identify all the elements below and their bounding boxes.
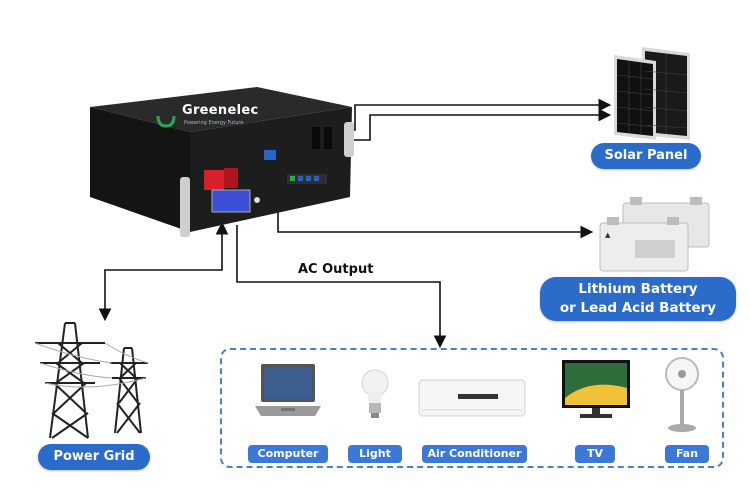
battery-label-line2: or Lead Acid Battery (559, 300, 717, 316)
device-label-tv: TV (575, 445, 615, 463)
device-label-air-conditioner: Air Conditioner (422, 445, 527, 463)
laptop-icon (255, 364, 321, 416)
air-conditioner-icon (418, 379, 526, 417)
solar-wire-bottom (348, 108, 612, 141)
ac-loads-box (220, 348, 724, 468)
solar-panel-label: Solar Panel (591, 143, 701, 169)
power-grid-label: Power Grid (38, 444, 150, 470)
battery-label-line1: Lithium Battery (578, 281, 698, 297)
svg-text:▲: ▲ (605, 231, 611, 239)
brand-tagline: Powering Energy Future (184, 120, 244, 126)
brand-logo: Greenelec (182, 103, 259, 118)
tv-icon (562, 360, 630, 418)
light-bulb-icon (361, 369, 389, 418)
device-label-fan: Fan (665, 445, 709, 463)
solar-wire-top (340, 98, 612, 131)
ac-output-label: AC Output (298, 262, 374, 277)
fan-icon (665, 357, 699, 432)
grid-wire (98, 221, 229, 322)
ac-output-wire (236, 225, 447, 349)
lead-acid-battery-icon: ▲ (599, 197, 710, 272)
power-grid-tower-icon (34, 322, 149, 439)
battery-label: Lithium Battery or Lead Acid Battery (540, 277, 736, 321)
device-label-computer: Computer (248, 445, 328, 463)
device-label-light: Light (348, 445, 402, 463)
solar-panel-icon (614, 47, 690, 140)
battery-inverter-unit (90, 87, 354, 237)
